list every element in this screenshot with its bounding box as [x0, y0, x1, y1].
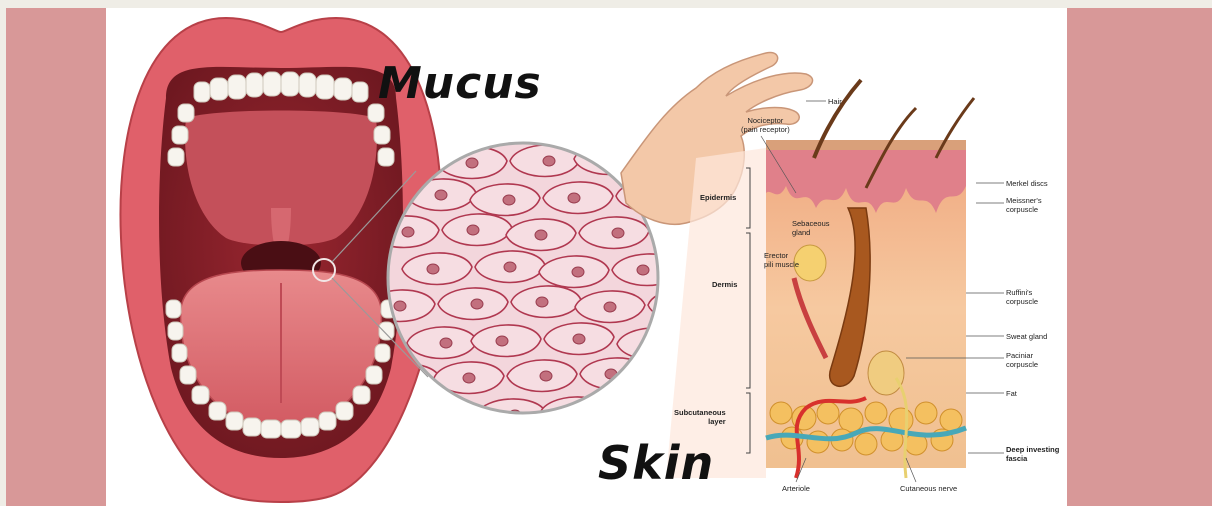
cell-nucleus [677, 226, 689, 236]
label-nociceptor-line2: (pain receptor) [741, 125, 790, 134]
label-subcutaneous: Subcutaneous layer [674, 408, 726, 426]
label-pacinian-line1: Paciniar [1006, 351, 1038, 360]
label-hair: Hair [828, 97, 842, 106]
skin-title: Skin [598, 436, 714, 490]
label-sebaceous-line1: Sebaceous [792, 219, 830, 228]
label-ruffini-line1: Ruffini's [1006, 288, 1038, 297]
label-erector: Erector pili muscle [764, 251, 799, 269]
mucus-title: Mucus [378, 58, 542, 109]
label-sebaceous: Sebaceous gland [792, 219, 830, 237]
epithelial-cell [512, 434, 582, 466]
cell-nucleus [402, 227, 414, 237]
label-meissner-line1: Meissner's [1006, 196, 1042, 205]
label-meissner-line2: corpuscle [1006, 205, 1042, 214]
skin-cross-section [766, 80, 974, 478]
cell-nucleus [612, 228, 624, 238]
left-side-panel [6, 8, 106, 506]
cell-nucleus [535, 230, 547, 240]
cell-nucleus [496, 336, 508, 346]
label-deep-fascia-line2: fascia [1006, 454, 1059, 463]
label-deep-fascia-line1: Deep investing [1006, 445, 1059, 454]
right-side-panel [1067, 8, 1212, 506]
label-meissner: Meissner's corpuscle [1006, 196, 1042, 214]
label-subcutaneous-line1: Subcutaneous [674, 408, 726, 417]
pacinian-corpuscle [868, 351, 904, 395]
cell-nucleus [427, 264, 439, 274]
label-subcutaneous-line2: layer [674, 417, 726, 426]
epithelial-cell [439, 436, 509, 468]
cell-nucleus [604, 302, 616, 312]
label-arteriole: Arteriole [782, 484, 810, 493]
cell-nucleus [642, 406, 654, 416]
label-cutaneous-nerve: Cutaneous nerve [900, 484, 957, 493]
label-nociceptor: Nociceptor (pain receptor) [741, 116, 790, 134]
cell-nucleus [637, 265, 649, 275]
cell-nucleus [399, 442, 411, 452]
cell-nucleus [463, 373, 475, 383]
cell-nucleus [573, 334, 585, 344]
cell-nucleus [471, 299, 483, 309]
label-epidermis: Epidermis [700, 193, 736, 202]
label-sweat: Sweat gland [1006, 332, 1047, 341]
cell-nucleus [504, 262, 516, 272]
label-ruffini-line2: corpuscle [1006, 297, 1038, 306]
label-ruffini: Ruffini's corpuscle [1006, 288, 1038, 306]
cell-nucleus [543, 156, 555, 166]
cell-nucleus [540, 371, 552, 381]
cell-nucleus [572, 267, 584, 277]
label-merkel: Merkel discs [1006, 179, 1048, 188]
cell-nucleus [466, 158, 478, 168]
cell-nucleus [467, 225, 479, 235]
cell-nucleus [503, 195, 515, 205]
label-nociceptor-line1: Nociceptor [741, 116, 790, 125]
cell-nucleus [568, 193, 580, 203]
label-pacinian: Paciniar corpuscle [1006, 351, 1038, 369]
cell-nucleus [536, 297, 548, 307]
cell-nucleus [394, 301, 406, 311]
label-erector-line2: pili muscle [764, 260, 799, 269]
cell-nucleus [435, 190, 447, 200]
label-pacinian-line2: corpuscle [1006, 360, 1038, 369]
cell-nucleus [565, 408, 577, 418]
cell-nucleus [440, 338, 452, 348]
label-fat: Fat [1006, 389, 1017, 398]
cell-nucleus [650, 339, 662, 349]
illustration-panel: Mucus Skin Hair Nociceptor (pain recepto… [106, 8, 1067, 506]
label-deep-fascia: Deep investing fascia [1006, 445, 1059, 463]
cell-nucleus [599, 154, 611, 164]
cell-nucleus [541, 445, 553, 455]
label-dermis: Dermis [712, 280, 737, 289]
cell-nucleus [464, 447, 476, 457]
label-sebaceous-line2: gland [792, 228, 830, 237]
label-erector-line1: Erector [764, 251, 799, 260]
illustration-svg [106, 8, 1067, 506]
cell-nucleus [432, 405, 444, 415]
